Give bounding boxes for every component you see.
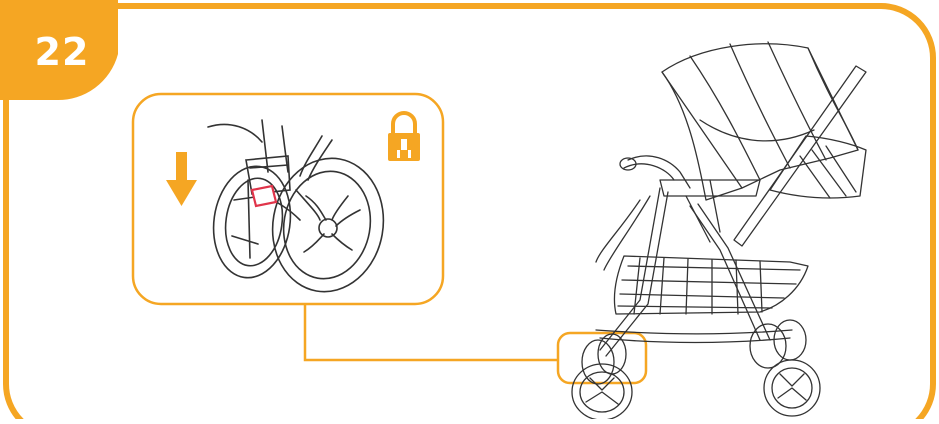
callout-connector <box>305 305 558 360</box>
step-number: 22 <box>0 0 118 100</box>
brake-pedal-highlight <box>252 186 276 206</box>
stroller-illustration <box>572 42 866 419</box>
